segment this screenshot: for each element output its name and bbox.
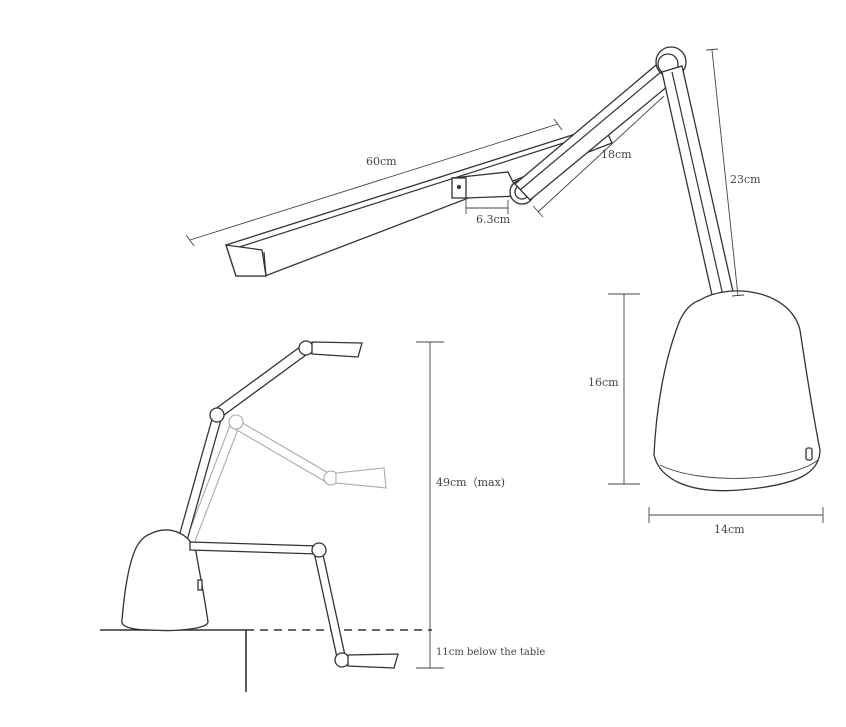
lower-arm <box>661 65 735 305</box>
dim-base-width: 14cm <box>648 507 824 536</box>
dim-joint-block: 6.3cm <box>465 200 511 226</box>
dim-base-height: 16cm <box>588 293 640 485</box>
label-base-width: 14cm <box>714 523 745 536</box>
lamp-lowered-position <box>189 541 399 669</box>
label-upper-arm: 18cm <box>601 148 632 161</box>
label-bar-length: 60cm <box>366 155 397 168</box>
lamp-ghost-position <box>185 414 387 545</box>
lamp-detail-view: 60cm 18cm 6.3cm 23cm 16cm <box>185 46 824 536</box>
label-max-height: 49cm（max) <box>436 476 505 489</box>
small-lamp-base <box>121 529 209 632</box>
lamp-raised-position <box>177 340 363 545</box>
label-base-height: 16cm <box>588 376 619 389</box>
dim-below-table: 11cm below the table <box>416 630 545 669</box>
label-joint-block: 6.3cm <box>476 213 511 226</box>
dim-bar-length: 60cm <box>185 118 563 247</box>
label-lower-arm: 23cm <box>730 173 761 186</box>
label-below-table: 11cm below the table <box>436 647 545 658</box>
dim-max-height: 49cm（max) <box>416 341 505 630</box>
lamp-base <box>653 290 821 492</box>
lamp-motion-view: 49cm（max) 11cm below the table <box>100 340 545 692</box>
light-bar <box>225 124 613 277</box>
dim-lower-arm: 23cm <box>705 48 761 297</box>
dim-upper-arm: 18cm <box>532 95 665 218</box>
